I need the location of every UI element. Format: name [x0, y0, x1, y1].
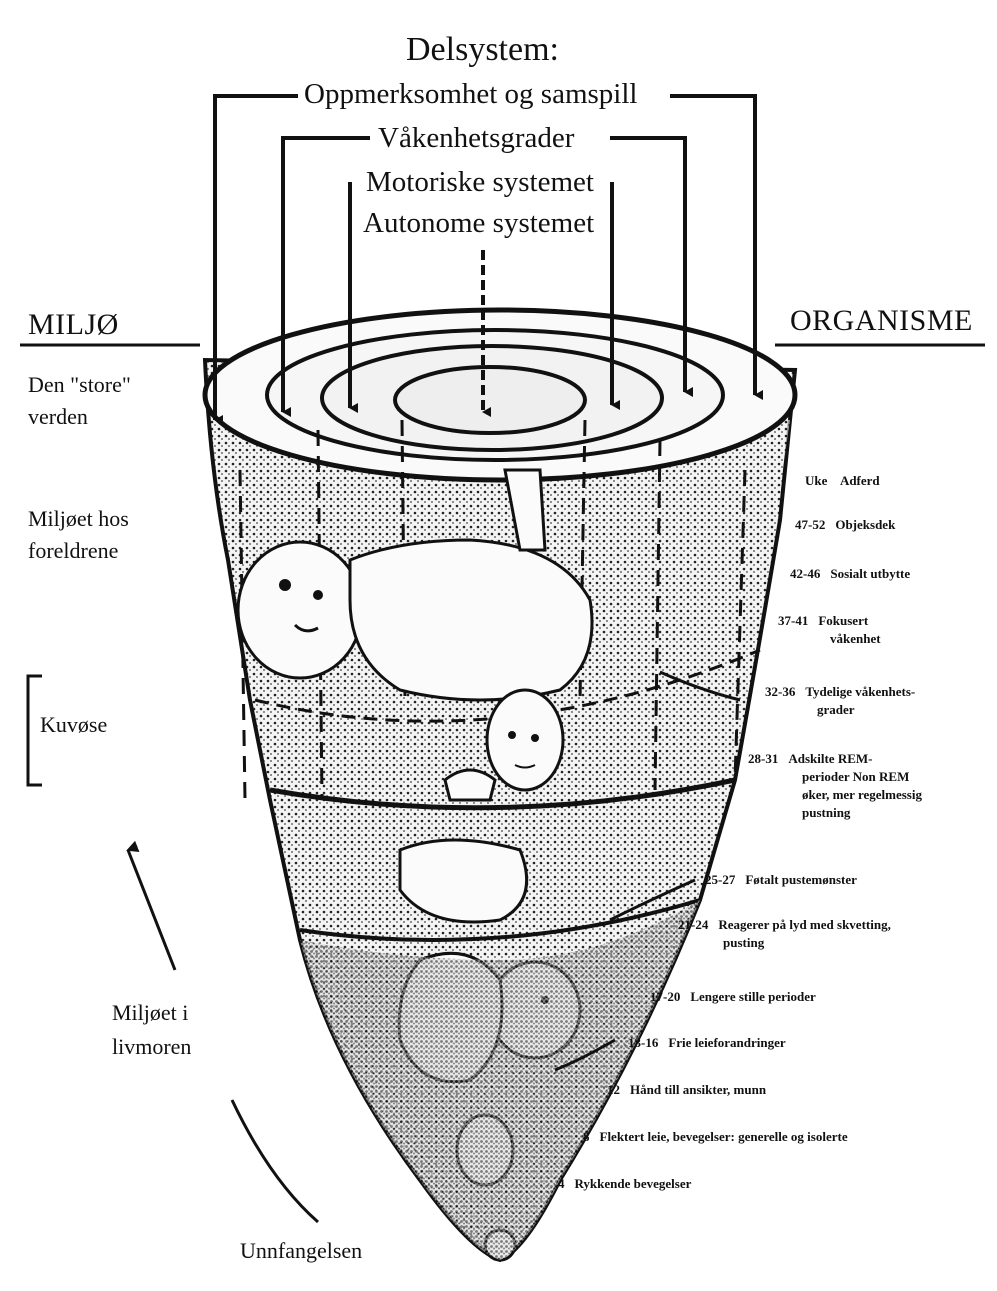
subsystem-attention: Oppmerksomhet og samspill	[304, 78, 637, 111]
stage-week: 21-24	[678, 918, 708, 933]
label-womb-line1: Miljøet i	[112, 1000, 188, 1025]
stage-behavior: Fokusert	[818, 613, 868, 628]
stage-row: 28-31 Adskilte REM-	[748, 752, 872, 767]
label-parents-line2: foreldrene	[28, 538, 118, 563]
stage-behavior: Føtalt pustemønster	[745, 872, 857, 887]
stage-row: 25-27 Føtalt pustemønster	[705, 873, 857, 888]
subsystem-arousal: Våkenhetsgrader	[378, 122, 574, 155]
stage-week: 32-36	[765, 685, 795, 700]
stage-behavior-cont: pustning	[802, 806, 850, 821]
stage-row: 21-24 Reagerer på lyd med skvetting,	[678, 918, 891, 933]
stage-row: 42-46 Sosialt utbytte	[790, 567, 910, 582]
stage-behavior: Flektert leie, bevegelser: generelle og …	[600, 1129, 848, 1144]
table-header: Uke Adferd	[805, 474, 880, 489]
stage-week: 37-41	[778, 614, 808, 629]
stage-row: 13-16 Frie leieforandringer	[628, 1036, 786, 1051]
stage-week: 17-20	[650, 990, 680, 1005]
stage-row: 47-52 Objeksdek	[795, 518, 895, 533]
stage-week: 13-16	[628, 1036, 658, 1051]
stage-behavior-cont: våkenhet	[830, 632, 881, 647]
diagram-title: Delsystem:	[406, 30, 559, 69]
stage-week: 8	[583, 1130, 590, 1145]
label-womb-line2: livmoren	[112, 1034, 191, 1059]
environment-header: MILJØ	[28, 308, 119, 343]
stage-week: 12	[607, 1083, 620, 1098]
stage-behavior-cont: perioder Non REM	[802, 770, 909, 785]
stage-behavior-cont: øker, mer regelmessig	[802, 788, 922, 803]
stage-behavior: Sosialt utbytte	[830, 566, 910, 581]
stage-behavior: Reagerer på lyd med skvetting,	[718, 917, 890, 932]
stage-row: 37-41 Fokusert	[778, 614, 868, 629]
label-parents-line1: Miljøet hos	[28, 506, 129, 531]
stage-behavior: Hånd till ansikter, munn	[630, 1082, 766, 1097]
stage-week: 42-46	[790, 567, 820, 582]
stage-week: 47-52	[795, 518, 825, 533]
subsystem-autonomic: Autonome systemet	[363, 207, 594, 240]
label-world-line1: Den "store"	[28, 372, 131, 397]
label-incubator: Kuvøse	[40, 712, 107, 737]
stage-behavior: Frie leieforandringer	[668, 1035, 785, 1050]
stage-row: 4 Rykkende bevegelser	[558, 1177, 691, 1192]
ring-inner	[395, 367, 585, 433]
organism-header: ORGANISME	[790, 304, 973, 339]
stage-row: 12 Hånd till ansikter, munn	[607, 1083, 766, 1098]
table-header-week: Uke	[805, 474, 827, 489]
stage-week: 25-27	[705, 873, 735, 888]
label-world-line2: verden	[28, 404, 88, 429]
stage-row: 8 Flektert leie, bevegelser: generelle og…	[583, 1130, 848, 1145]
stage-week: 28-31	[748, 752, 778, 767]
stage-behavior-cont: pusting	[723, 936, 764, 951]
stage-behavior: Adskilte REM-	[788, 751, 872, 766]
stage-behavior: Lengere stille perioder	[690, 989, 815, 1004]
subsystem-motor: Motoriske systemet	[366, 166, 594, 199]
stage-behavior-cont: grader	[817, 703, 855, 718]
stage-behavior: Tydelige våkenhets-	[805, 684, 915, 699]
stage-behavior: Rykkende bevegelser	[575, 1176, 692, 1191]
stage-week: 4	[558, 1177, 565, 1192]
stage-behavior: Objeksdek	[835, 517, 895, 532]
table-header-behavior: Adferd	[840, 473, 880, 488]
label-conception: Unnfangelsen	[240, 1238, 362, 1263]
stage-row: 32-36 Tydelige våkenhets-	[765, 685, 915, 700]
stage-row: 17-20 Lengere stille perioder	[650, 990, 816, 1005]
